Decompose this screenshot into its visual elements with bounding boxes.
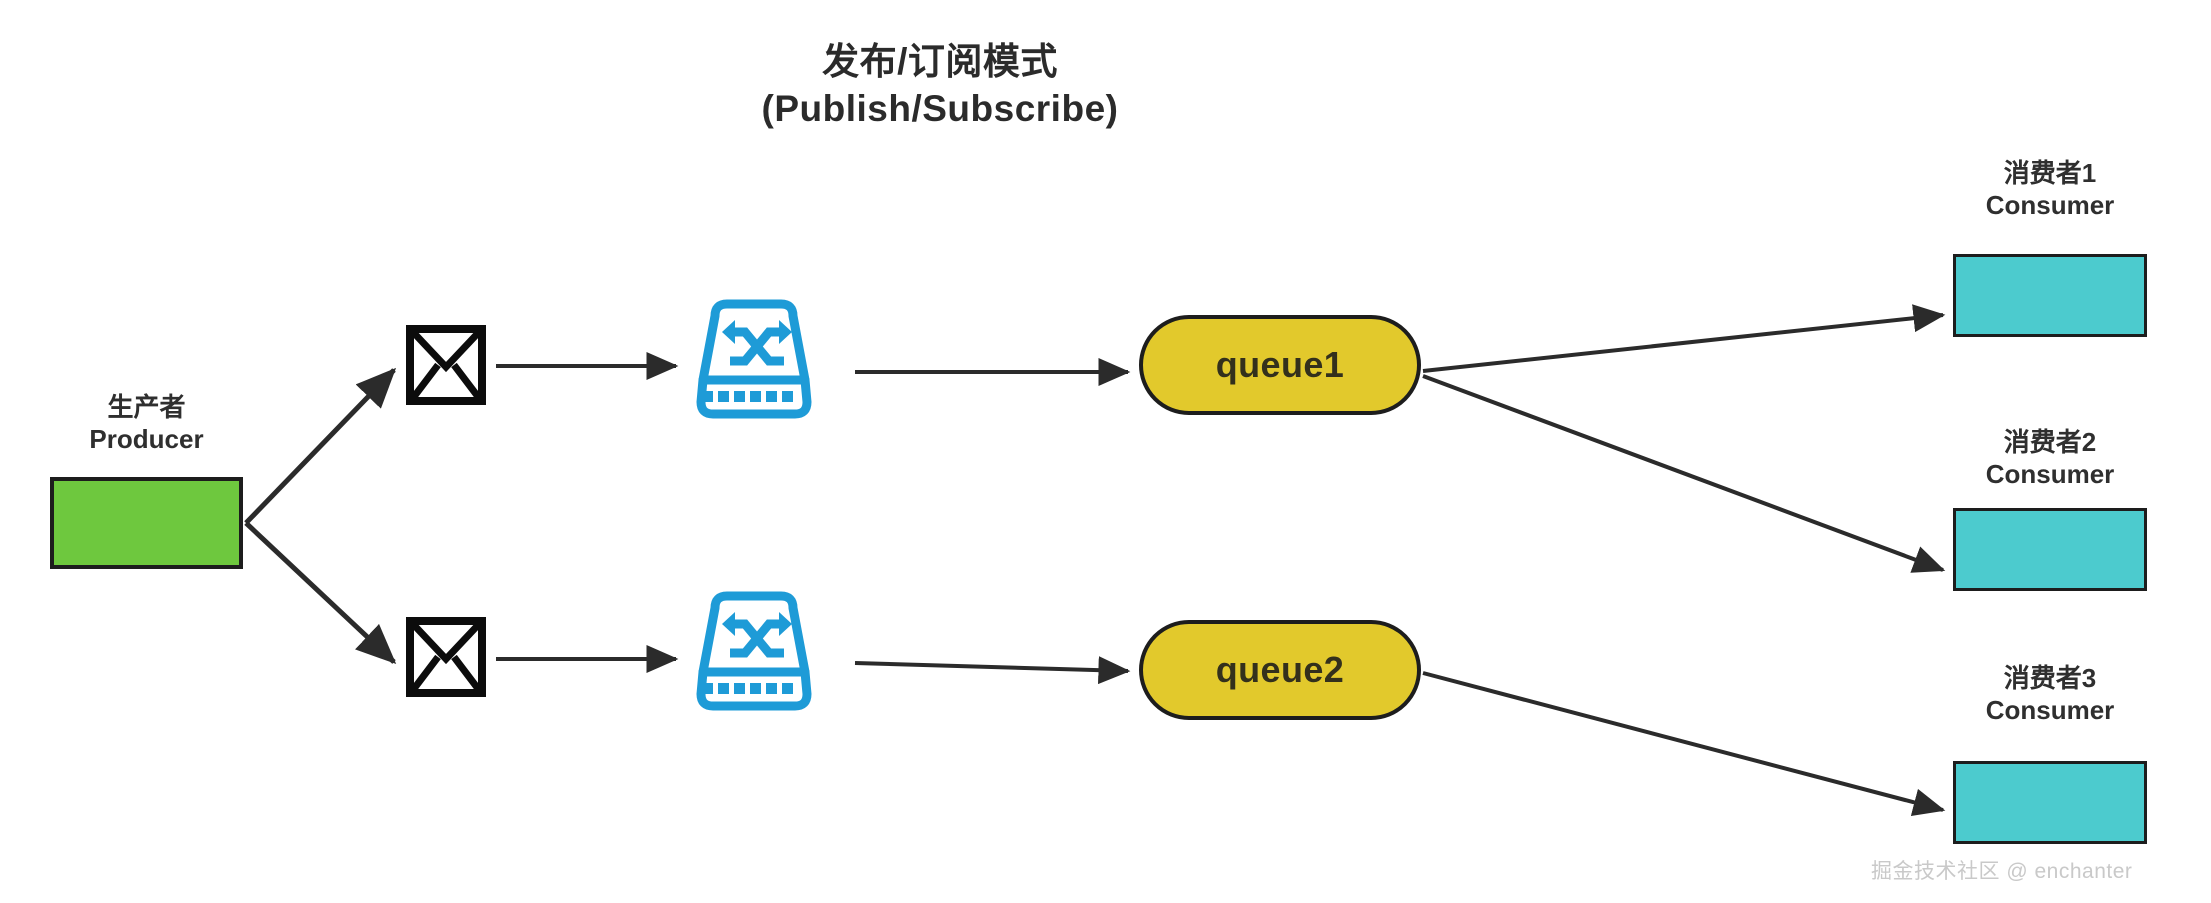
- consumer-label-en: Consumer: [1985, 189, 2115, 220]
- consumer-box-1[interactable]: [1953, 254, 2147, 337]
- envelope-icon[interactable]: [406, 617, 486, 697]
- edge-exchange-2-to-queue-2: [854, 656, 1131, 685]
- consumer-label-3: 消费者3 Consumer: [1948, 663, 2152, 726]
- edge-queue-2-to-consumer-3: [1422, 671, 1946, 816]
- edge-queue-1-to-consumer-2: [1422, 374, 1946, 573]
- producer-label-cn: 生产者: [107, 392, 186, 422]
- exchange-router-icon[interactable]: [689, 590, 819, 712]
- title-line-cn: 发布/订阅模式: [822, 41, 1058, 82]
- consumer-label-cn: 消费者1: [2003, 158, 2097, 188]
- queue-label: queue2: [1215, 649, 1345, 690]
- queue-box-2[interactable]: queue2: [1139, 620, 1421, 720]
- exchange-glyph: [696, 299, 812, 419]
- exchange-glyph: [696, 591, 812, 711]
- consumer-label-cn: 消费者3: [2003, 663, 2097, 693]
- consumer-box-2[interactable]: [1953, 508, 2147, 591]
- consumer-label-en: Consumer: [1985, 694, 2115, 725]
- producer-label: 生产者 Producer: [50, 392, 243, 455]
- producer-label-en: Producer: [89, 423, 204, 454]
- edge-producer-to-message-2: [244, 521, 397, 665]
- watermark-text: 掘金技术社区 @ enchanter: [1871, 860, 2133, 883]
- diagram-title: 发布/订阅模式 (Publish/Subscribe): [0, 38, 1880, 133]
- title-line-en: (Publish/Subscribe): [761, 88, 1119, 130]
- queue-box-1[interactable]: queue1: [1139, 315, 1421, 415]
- consumer-label-2: 消费者2 Consumer: [1948, 427, 2152, 490]
- consumer-label-cn: 消费者2: [2003, 427, 2097, 457]
- producer-box[interactable]: [50, 477, 243, 569]
- envelope-glyph: [406, 325, 486, 405]
- consumer-label-en: Consumer: [1985, 458, 2115, 489]
- exchange-router-icon[interactable]: [689, 298, 819, 420]
- edge-producer-to-message-1: [244, 367, 397, 525]
- edge-queue-1-to-consumer-1: [1422, 304, 1946, 373]
- envelope-icon[interactable]: [406, 325, 486, 405]
- consumer-label-1: 消费者1 Consumer: [1948, 158, 2152, 221]
- queue-label: queue1: [1215, 344, 1345, 385]
- consumer-box-3[interactable]: [1953, 761, 2147, 844]
- envelope-glyph: [406, 617, 486, 697]
